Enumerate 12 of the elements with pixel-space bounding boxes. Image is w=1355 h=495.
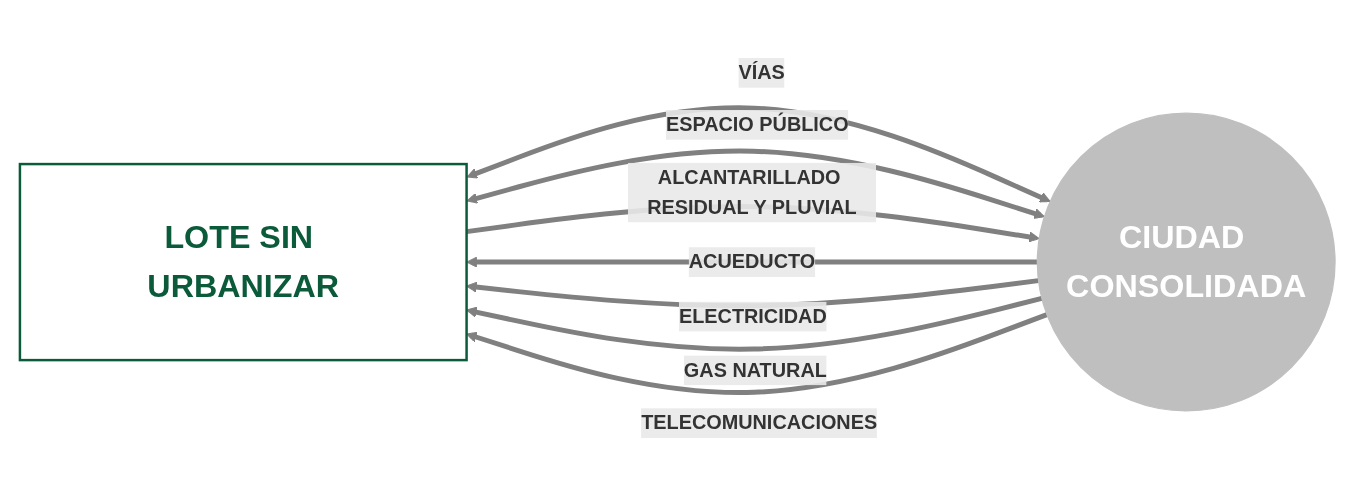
edge-label: VÍAS	[738, 61, 785, 83]
edge-label: ELECTRICIDAD	[678, 304, 827, 326]
edge-label: ACUEDUCTO	[688, 250, 816, 272]
arrow	[466, 311, 1048, 395]
arrow	[466, 295, 1043, 352]
edge-label: TELECOMUNICACIONES	[641, 411, 878, 433]
edge-label: GAS NATURAL	[683, 358, 827, 380]
arrow	[466, 105, 1051, 202]
node-circle: CIUDAD CONSOLIDADA	[1036, 112, 1336, 412]
edge-label: ESPACIO PÚBLICO	[665, 113, 849, 135]
edge-label: ALCANTARILLADO RESIDUAL Y PLUVIAL	[647, 166, 857, 217]
node-box: LOTE SIN URBANIZAR	[18, 162, 468, 361]
